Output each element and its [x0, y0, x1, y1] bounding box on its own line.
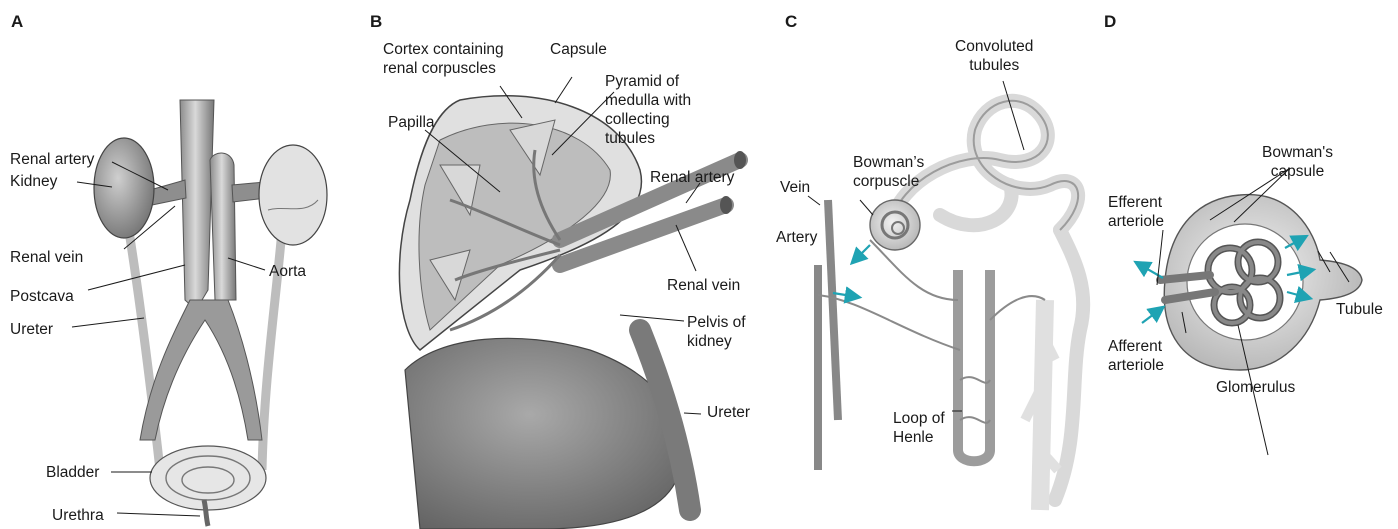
label-bowmans-capsule: Bowman's capsule: [1262, 143, 1333, 181]
label-pyramid: Pyramid of medulla with collecting tubul…: [605, 72, 691, 148]
panel-d-drawing: [1137, 168, 1362, 455]
aorta-vessel: [210, 153, 236, 300]
label-cortex: Cortex containing renal corpuscles: [383, 40, 504, 78]
label-artery: Artery: [776, 228, 817, 247]
panel-c-flow-arrows: [833, 245, 870, 297]
right-kidney: [259, 145, 327, 245]
peritubular-capillaries: [818, 240, 1045, 423]
label-loop-of-henle: Loop of Henle: [893, 409, 945, 447]
label-kidney-a: Kidney: [10, 172, 57, 191]
label-capsule-b: Capsule: [550, 40, 607, 59]
left-kidney: [94, 138, 154, 238]
label-aorta: Aorta: [269, 262, 306, 281]
panel-c-letter: C: [785, 12, 797, 32]
label-postcava: Postcava: [10, 287, 74, 306]
label-renal-artery-a: Renal artery: [10, 150, 94, 169]
label-papilla: Papilla: [388, 113, 435, 132]
label-glomerulus: Glomerulus: [1216, 378, 1295, 397]
panel-c-drawing: [808, 81, 1083, 510]
label-renal-vein-a: Renal vein: [10, 248, 83, 267]
label-efferent-arteriole: Efferent arteriole: [1108, 193, 1164, 231]
renal-pelvis-blob: [405, 338, 682, 529]
label-ureter-b: Ureter: [707, 403, 750, 422]
postcava-vessel: [180, 100, 214, 310]
label-urethra: Urethra: [52, 506, 104, 525]
label-convoluted-tubules: Convoluted tubules: [955, 37, 1033, 75]
bowmans-corpuscle-c: [870, 200, 920, 250]
panel-a-letter: A: [11, 12, 23, 32]
label-pelvis: Pelvis of kidney: [687, 313, 746, 351]
iliac-vessels: [140, 300, 262, 440]
label-afferent-arteriole: Afferent arteriole: [1108, 337, 1164, 375]
panel-b-drawing: [399, 77, 746, 529]
panel-a-drawing: [72, 100, 327, 526]
label-renal-vein-b: Renal vein: [667, 276, 740, 295]
vein-vessel: [828, 200, 838, 420]
label-renal-artery-b: Renal artery: [650, 168, 734, 187]
label-bowmans-corpuscle: Bowman’s corpuscle: [853, 153, 924, 191]
efferent-arteriole: [1160, 275, 1210, 280]
label-ureter-a: Ureter: [10, 320, 53, 339]
label-tubule: Tubule: [1336, 300, 1383, 319]
panel-b-letter: B: [370, 12, 382, 32]
panel-d-letter: D: [1104, 12, 1116, 32]
label-bladder: Bladder: [46, 463, 99, 482]
loop-of-henle: [958, 270, 990, 461]
label-vein: Vein: [780, 178, 810, 197]
